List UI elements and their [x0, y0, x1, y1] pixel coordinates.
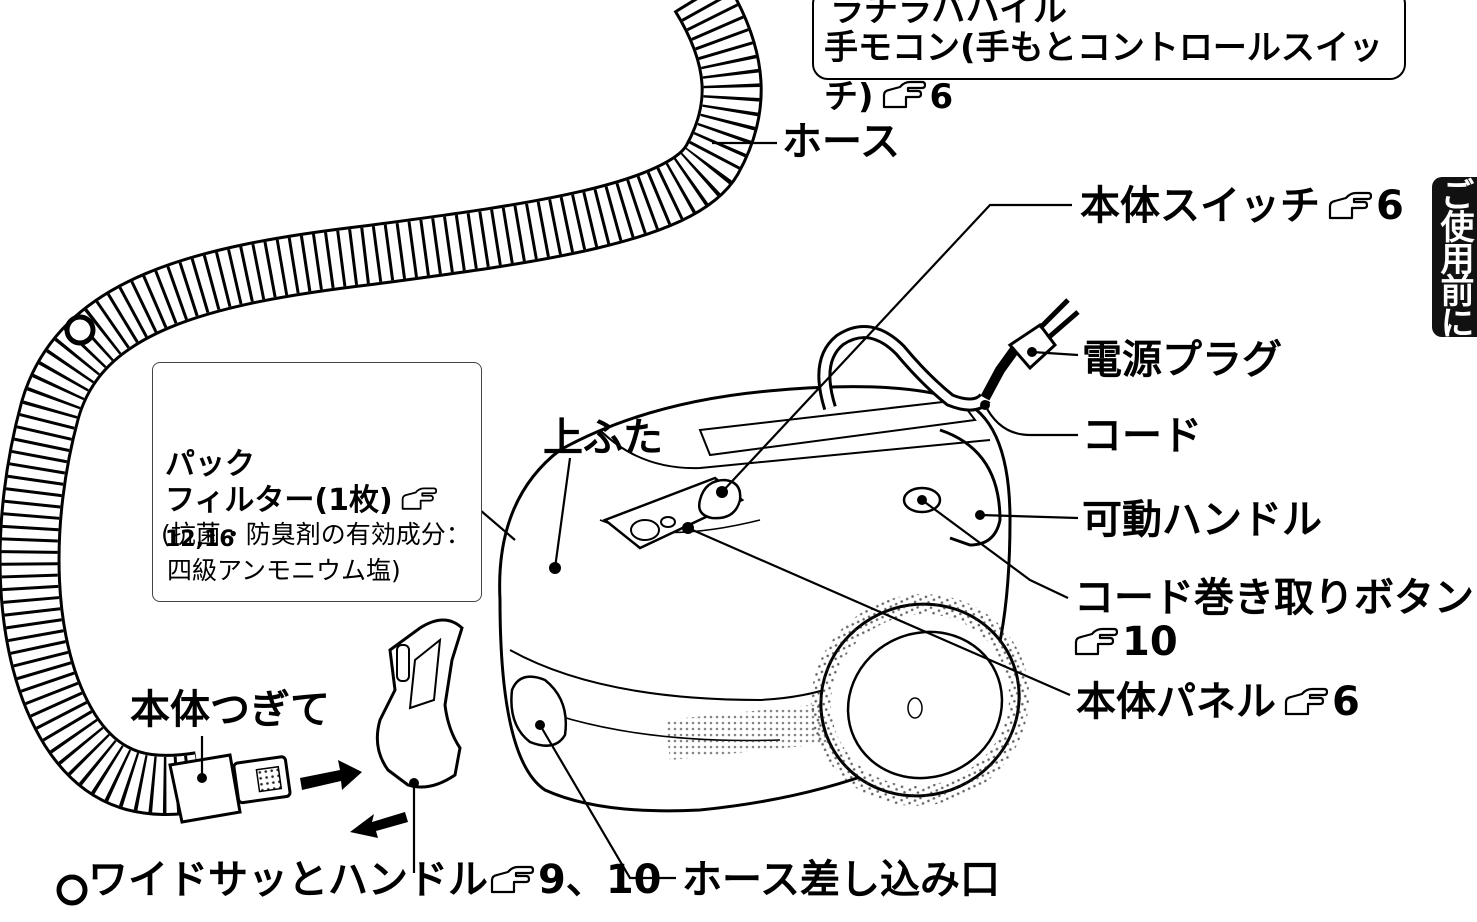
pointing-hand-icon [1284, 687, 1328, 717]
hose-handle-label: ラチラバハイル [830, 0, 1067, 30]
paper-pack-title: パック [165, 447, 255, 482]
cord-rewind-button-label: コード巻き取りボタン [1074, 575, 1474, 621]
section-tab: ご使用前に [1432, 177, 1477, 337]
wide-handle-text: ワイドサッとハンドル [88, 857, 488, 903]
power-plug-label: 電源プラグ [1082, 337, 1282, 383]
remote-switch-page-ref: 6 [929, 77, 954, 117]
hose-marker [56, 874, 88, 906]
main-switch-text: 本体スイッチ [1080, 183, 1320, 229]
remote-switch-label: 手モコン(手もとコントロールスイッチ)6 [824, 20, 1404, 118]
paper-pack-page-ref: 12,16 [165, 527, 235, 552]
hose-label: ホース [782, 119, 900, 165]
arrow-insert [300, 760, 362, 790]
cord-rewind-page-ref-line: 10 [1074, 622, 1178, 662]
hose-inlet-label: ホース差し込み口 [682, 857, 1000, 903]
paper-pack-note-line2: 四級アンモニウム塩) [167, 556, 401, 585]
movable-handle-label: 可動ハンドル [1082, 497, 1322, 543]
pointing-hand-icon [1074, 627, 1118, 657]
vacuum-body [498, 298, 1080, 813]
section-tab-label: ご使用前に [1434, 177, 1474, 337]
wide-handle-label: ワイドサッとハンドル 9、10 [88, 860, 662, 900]
cord-rewind-page-ref: 10 [1122, 619, 1178, 665]
body-joint-label: 本体つぎて [130, 687, 330, 733]
main-panel-label: 本体パネル 6 [1076, 682, 1360, 722]
paper-pack-callout: パック フィルター(1枚) 12,16 (抗菌・防臭剤の有効成分： 四級アンモニウ… [152, 362, 482, 602]
body-joint [168, 753, 292, 824]
remote-switch-text: 手モコン(手もとコントロールスイッチ) [824, 28, 1383, 117]
pointing-hand-icon [882, 80, 926, 110]
main-switch-page-ref: 6 [1376, 183, 1404, 229]
top-lid-label: 上ふた [543, 415, 663, 461]
paper-pack-note-line1: (抗菌・防臭剤の有効成分： [161, 520, 471, 549]
arrow-remove [350, 812, 408, 838]
paper-pack-subtitle: フィルター(1枚) 12,16 [165, 475, 481, 554]
pointing-hand-icon [1328, 191, 1372, 221]
leader-lines [200, 141, 1079, 880]
wide-handle-page-ref: 9、10 [538, 857, 662, 903]
paper-pack-subtitle-text: フィルター(1枚) [165, 483, 393, 518]
pointing-hand-icon [490, 865, 534, 895]
wide-handle [375, 618, 464, 789]
hose-marker [64, 314, 96, 346]
main-panel-page-ref: 6 [1332, 679, 1360, 725]
pointing-hand-icon [401, 486, 437, 512]
main-panel-text: 本体パネル [1076, 679, 1276, 725]
hose [0, 0, 763, 816]
cord-label: コード [1082, 413, 1202, 459]
hose-handle-callout: ラチラバハイル 手モコン(手もとコントロールスイッチ)6 [812, 0, 1406, 117]
main-switch-label: 本体スイッチ 6 [1080, 186, 1404, 226]
